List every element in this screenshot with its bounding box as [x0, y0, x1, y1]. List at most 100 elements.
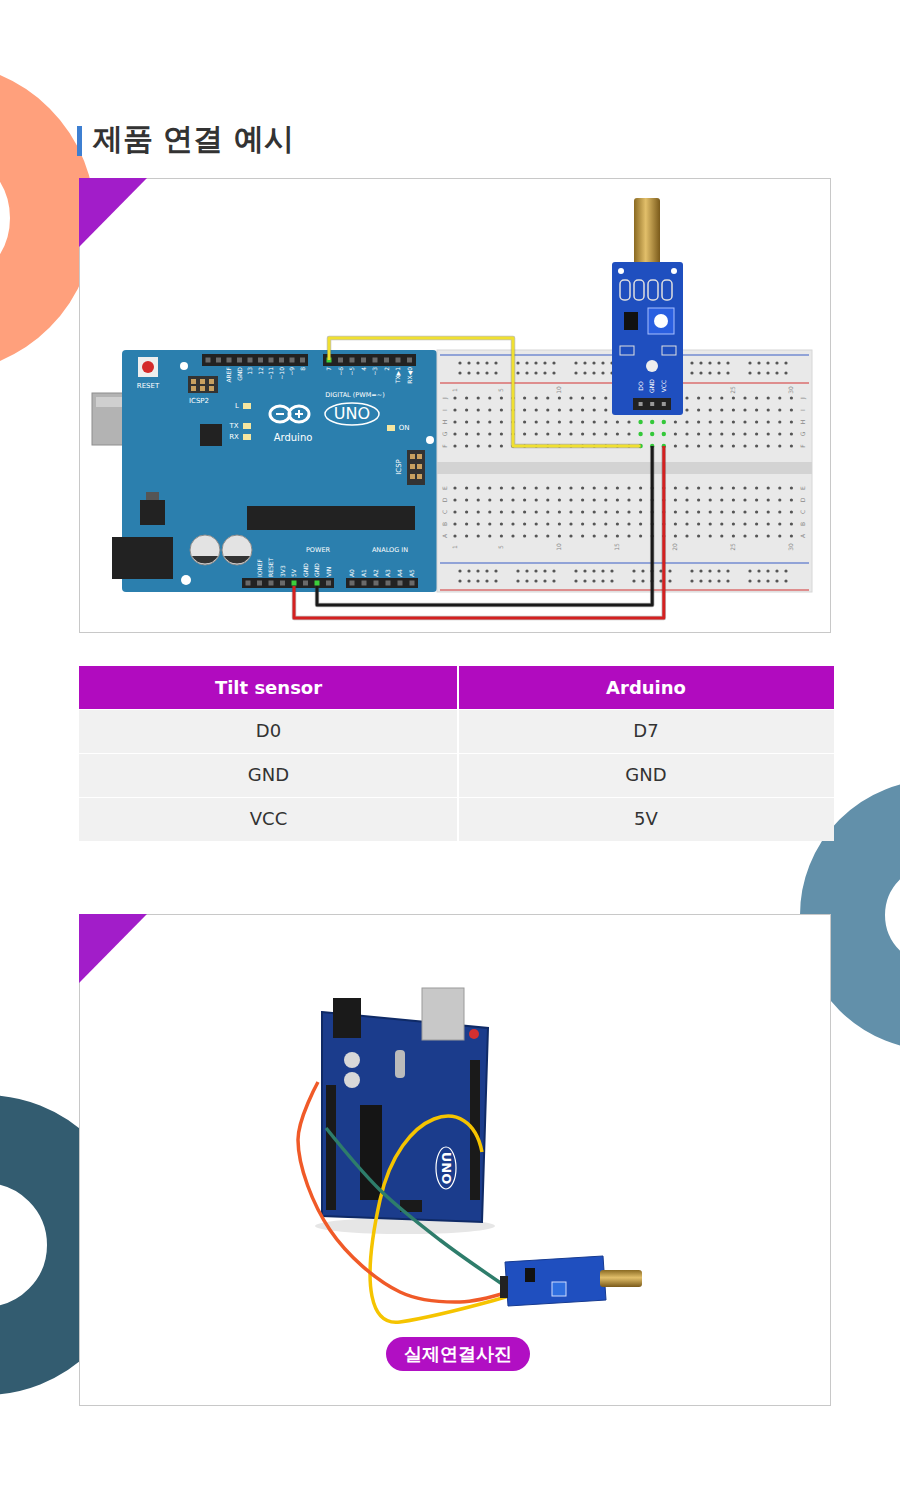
breadboard-hole — [453, 486, 456, 489]
pin-label: 13 — [247, 367, 253, 393]
breadboard-hole — [755, 534, 758, 537]
header-pin — [200, 386, 205, 391]
power-header — [242, 578, 334, 588]
breadboard-hole — [748, 361, 751, 364]
breadboard-hole — [465, 510, 468, 513]
breadboard-hole — [743, 534, 746, 537]
pin-label: VCC — [661, 380, 667, 392]
breadboard-hole — [748, 579, 751, 582]
breadboard-hole — [500, 522, 503, 525]
breadboard-hole — [592, 361, 595, 364]
tilt-switch-cylinder — [634, 198, 660, 266]
breadboard-hole — [616, 534, 619, 537]
breadboard-hole — [674, 486, 677, 489]
header-pin — [361, 358, 366, 363]
header-pin — [269, 358, 274, 363]
breadboard-letter: I — [442, 409, 448, 411]
breadboard-number: 10 — [556, 386, 562, 394]
breadboard-hole — [593, 408, 596, 411]
header-pin — [290, 358, 295, 363]
breadboard-hole — [574, 569, 577, 572]
mounting-hole — [180, 362, 188, 370]
breadboard-hole — [717, 569, 720, 572]
breadboard-hole — [616, 510, 619, 513]
breadboard-hole — [755, 498, 758, 501]
pin-label: ~10 — [279, 367, 285, 393]
breadboard-hole — [488, 408, 491, 411]
breadboard-hole — [465, 408, 468, 411]
breadboard-hole — [708, 371, 711, 374]
breadboard-hole — [685, 510, 688, 513]
breadboard-hole — [453, 522, 456, 525]
breadboard-hole — [467, 579, 470, 582]
breadboard-hole — [778, 486, 781, 489]
breadboard-hole — [697, 534, 700, 537]
photo-usb — [422, 988, 464, 1040]
pin-label: ~3 — [372, 367, 378, 393]
header-pin — [417, 464, 422, 469]
icsp-header — [188, 376, 218, 393]
breadboard-number: 5 — [498, 545, 504, 549]
photo-frame — [80, 915, 831, 1406]
photo-capacitor — [344, 1052, 360, 1068]
mounting-hole — [181, 575, 191, 585]
power-jack — [112, 537, 173, 579]
logo-plus — [298, 410, 300, 418]
pin-label: 4 — [361, 367, 367, 393]
pin-label: ~9 — [289, 367, 295, 393]
corner-triangle — [79, 914, 147, 983]
breadboard-hole — [674, 498, 677, 501]
breadboard-hole — [574, 371, 577, 374]
breadboard-hole — [546, 486, 549, 489]
breadboard-hole — [523, 396, 526, 399]
breadboard-hole — [616, 498, 619, 501]
caption-pill: 실제연결사진 — [386, 1337, 530, 1371]
breadboard-hole — [453, 444, 456, 447]
breadboard-hole — [477, 396, 480, 399]
header-pin — [398, 581, 403, 586]
breadboard-hole — [790, 420, 793, 423]
breadboard-hole — [755, 420, 758, 423]
breadboard-hole — [477, 534, 480, 537]
smd-part — [620, 280, 630, 300]
breadboard-hole — [690, 569, 693, 572]
reset-button — [142, 361, 154, 373]
breadboard-hole — [546, 396, 549, 399]
breadboard-hole — [720, 498, 723, 501]
breadboard-hole — [583, 371, 586, 374]
breadboard-hole — [790, 396, 793, 399]
breadboard-hole — [767, 486, 770, 489]
breadboard-hole — [546, 534, 549, 537]
breadboard-hole — [543, 361, 546, 364]
breadboard-hole — [593, 396, 596, 399]
pin-label: AREF — [226, 367, 232, 393]
breadboard-hole — [767, 396, 770, 399]
board-logo-text: Arduino — [274, 433, 313, 443]
breadboard-hole — [784, 579, 787, 582]
breadboard-hole — [708, 361, 711, 364]
breadboard-hole — [488, 396, 491, 399]
pin-label: A3 — [385, 551, 391, 577]
breadboard-channel — [437, 462, 812, 474]
header-pin — [417, 454, 422, 459]
breadboard-hole — [743, 396, 746, 399]
capacitor — [222, 535, 252, 565]
breadboard-hole — [477, 408, 480, 411]
breadboard-number: 10 — [556, 543, 562, 551]
breadboard-hole — [488, 498, 491, 501]
breadboard-hole — [632, 569, 635, 572]
breadboard-hole — [500, 444, 503, 447]
deco-ring — [843, 823, 900, 1008]
breadboard-hole — [690, 361, 693, 364]
breadboard-hole — [755, 510, 758, 513]
breadboard-hole — [523, 432, 526, 435]
potentiometer — [654, 314, 668, 328]
breadboard-hole — [767, 534, 770, 537]
breadboard-hole — [690, 371, 693, 374]
breadboard-hole — [778, 408, 781, 411]
table-row — [79, 754, 834, 797]
header-pin — [279, 358, 284, 363]
comparator-chip — [624, 312, 638, 330]
table-cell: VCC — [250, 810, 287, 828]
breadboard-hole — [685, 420, 688, 423]
